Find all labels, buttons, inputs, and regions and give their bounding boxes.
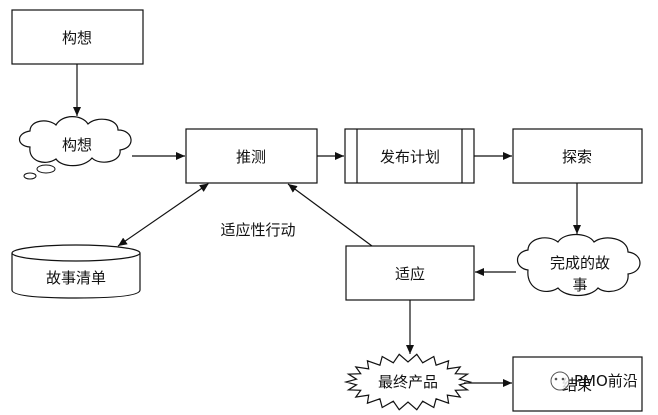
concept-cloud-node: 构想 (18, 116, 132, 180)
backlog-node: 故事清单 (11, 244, 141, 299)
explore-label: 探索 (562, 148, 592, 166)
speculate-label: 推测 (236, 148, 266, 166)
backlog-label: 故事清单 (46, 269, 106, 287)
done-story-node: 完成的故 事 (516, 233, 641, 297)
explore-node: 探索 (512, 128, 643, 184)
adaptive-action-label: 适应性行动 (220, 221, 295, 239)
concept-box-label: 构想 (62, 29, 92, 47)
release-plan-label: 发布计划 (380, 148, 440, 166)
adapt-node: 适应 (345, 245, 475, 301)
end-node: 结束 (512, 356, 643, 412)
release-plan-node: 发布计划 (344, 128, 475, 184)
wechat-icon (550, 371, 570, 391)
concept-cloud-label: 构想 (62, 136, 92, 154)
end-label: 结束 (562, 376, 592, 394)
concept-box-node: 构想 (11, 9, 144, 65)
arrow-speculate-backlog (117, 183, 209, 247)
final-product-label: 最终产品 (378, 373, 438, 391)
adapt-label: 适应 (395, 265, 425, 283)
done-story-label-1: 完成的故 (550, 254, 610, 272)
speculate-node: 推测 (185, 128, 318, 184)
watermark: PMO前沿 (550, 371, 638, 391)
done-story-label-2: 事 (572, 276, 587, 294)
final-product-burst (343, 353, 473, 411)
arrow-adapt-to-speculate (287, 183, 373, 247)
final-product-node: 最终产品 (343, 353, 473, 411)
watermark-text: PMO前沿 (574, 372, 638, 390)
